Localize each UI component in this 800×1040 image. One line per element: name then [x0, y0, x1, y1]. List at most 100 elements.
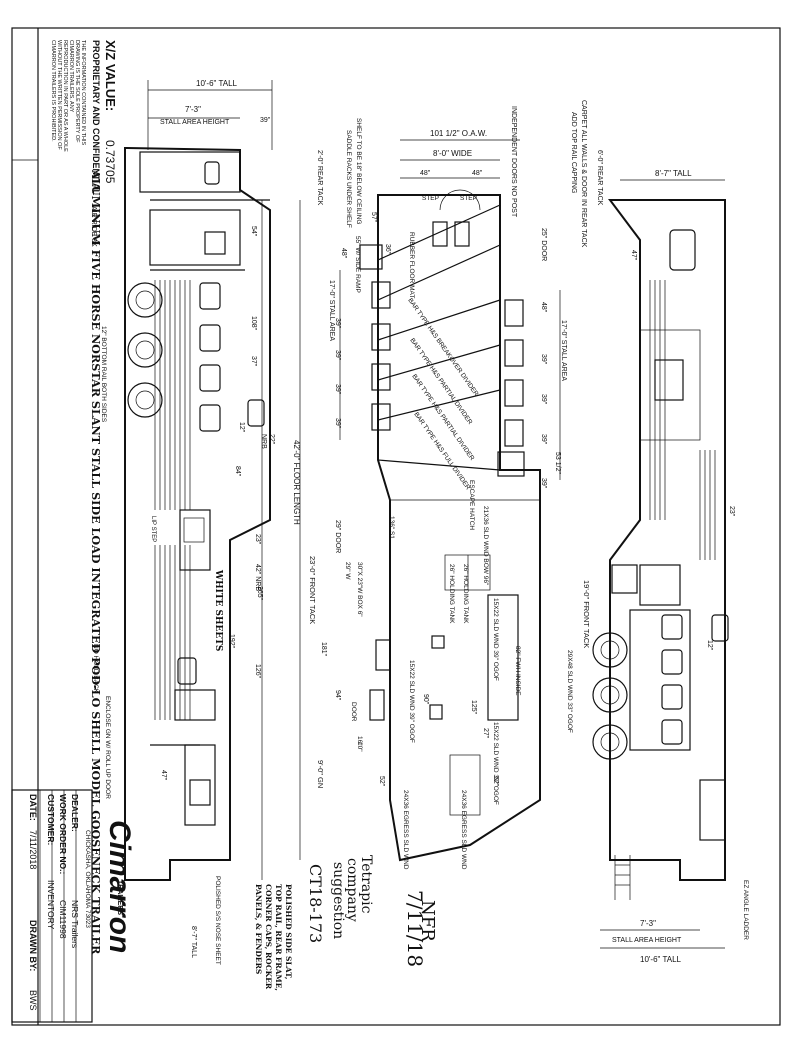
svg-text:181": 181" — [320, 642, 327, 657]
left-wheel-1 — [127, 282, 163, 318]
svg-text:84": 84" — [234, 466, 241, 477]
left-stall-window-3 — [199, 364, 221, 392]
company-address: CHICKASHA, OKLAHOMA 73023 — [84, 830, 91, 928]
bottom-rail-label: 12" BOTTOM RAIL BOTH SIDES — [100, 326, 107, 423]
svg-text:29" W: 29" W — [344, 562, 351, 580]
top-rail-note: ADD TOP RAIL CAPPING — [570, 112, 577, 193]
plan-escape-hatch — [497, 451, 525, 477]
svg-text:39": 39" — [334, 384, 341, 395]
right-wheel-1 — [592, 632, 628, 668]
right-nose-window — [669, 229, 696, 271]
shelf-note: SHELF TO BE 18" BELOW CEILING — [355, 118, 362, 224]
egress-window-2: 24X36 EGRESS SLD WND — [460, 790, 467, 870]
left-gn-height-dim: 8'-7" TALL — [190, 926, 197, 958]
customer-label: CUSTOMER: — [46, 794, 56, 845]
front-tack-dim: 23'-0" FRONT TACK — [308, 556, 317, 624]
box-label: 30"X 23"W BOX 6" — [356, 562, 363, 617]
floor-length-dim: 42'-0" FLOOR LENGTH — [292, 440, 301, 525]
disclaimer-line-6: CIMARRON TRAILERS IS PROHIBITED. — [50, 40, 56, 142]
left-drop-window — [247, 399, 265, 427]
brand-sub: TRAILERS — [116, 880, 123, 915]
handwritten-initials: NFR — [417, 900, 438, 942]
plan-bath — [375, 639, 391, 671]
svg-text:TOP RAIL, REAR FRAME,: TOP RAIL, REAR FRAME, — [274, 884, 283, 991]
left-stall-window-4 — [199, 404, 221, 432]
disclaimer-line-3: CIMARRON TRAILERS. ANY — [68, 40, 74, 113]
right-side-slats — [649, 280, 716, 560]
svg-text:94": 94" — [334, 690, 341, 701]
gooseneck-length-dim: 9'-0" GN — [316, 760, 325, 788]
dealer-value: NRS Trailers — [70, 900, 80, 948]
plan-outline — [377, 194, 541, 862]
svg-text:136" S1: 136" S1 — [388, 516, 395, 539]
left-tack-door — [174, 689, 216, 721]
svg-text:26" HOLDING TANK: 26" HOLDING TANK — [448, 564, 455, 624]
svg-text:192": 192" — [228, 634, 235, 649]
floor-plan: 101 1/2" O.A.W. 8'-0" WIDE 48" 48" STEP … — [292, 100, 603, 870]
svg-text:10": 10" — [356, 742, 363, 752]
right-drop-window — [711, 614, 729, 642]
right-body-outline — [608, 199, 726, 881]
drawn-by-value: BWS — [28, 990, 38, 1011]
plan-saddle-rack-2 — [432, 221, 448, 247]
handwritten-line-3: suggestion — [330, 862, 346, 939]
svg-text:23": 23" — [254, 534, 261, 545]
rear-tack-dim: 2'-0" REAR TACK — [316, 150, 323, 206]
xz-value-label: X/Z VALUE: — [103, 40, 118, 111]
plan-step-2: STEP — [460, 195, 477, 202]
left-wheel-2 — [127, 332, 163, 368]
svg-text:36": 36" — [384, 244, 391, 255]
work-order-label: WORK ORDER NO.: — [58, 794, 68, 874]
front-tack-dim-2: 19'-0" FRONT TACK — [582, 580, 591, 648]
plan-side-ramp-door — [359, 244, 383, 270]
svg-text:125": 125" — [470, 700, 477, 715]
plan-step-1: STEP — [422, 195, 439, 202]
ladder-label: EZ ANGLE LADDER — [742, 880, 749, 940]
svg-text:48": 48" — [340, 248, 347, 259]
svg-text:48": 48" — [420, 170, 431, 177]
svg-text:CORNER CAPS, ROCKER: CORNER CAPS, ROCKER — [264, 884, 273, 990]
left-tack-window — [177, 657, 197, 685]
left-front-wall — [149, 209, 241, 266]
proprietary-label: PROPRIETARY AND CONFIDENTIAL — [91, 40, 101, 196]
svg-text:265": 265" — [256, 586, 263, 601]
svg-text:57": 57" — [370, 212, 377, 223]
svg-text:DOOR: DOOR — [350, 702, 357, 722]
sheet-border — [11, 27, 781, 1026]
handwritten-notes: CT18-173 Tetrapic company suggestion NFR… — [306, 855, 438, 967]
carpet-note: CARPET ALL WALLS & DOOR IN REAR TACK — [580, 100, 587, 248]
left-side-elevation: 10'-6" TALL 7'-3" STALL AREA HEIGHT 39" … — [90, 79, 275, 965]
left-body-outline — [124, 146, 271, 881]
right-wheel-2 — [592, 677, 628, 713]
plan-fwh-wall — [487, 594, 519, 721]
white-sheets-note: WHITE SHEETS — [213, 569, 223, 651]
egress-window-1: 24X36 EGRESS SLD WND — [402, 790, 409, 870]
work-order-value: CIM11998 — [58, 900, 68, 939]
left-escape-hatch — [204, 231, 226, 255]
svg-text:52": 52" — [492, 776, 499, 787]
right-stall-window-4 — [661, 719, 683, 745]
independent-doors-note: INDEPENDENT DOORS NO POST — [510, 106, 517, 218]
handwritten-line-1: Tetrapic — [358, 855, 374, 914]
plan-stall-area-left: 17'-0" STALL AREA — [328, 280, 335, 341]
right-wheel-3 — [592, 724, 628, 760]
svg-text:PANELS, & FENDERS: PANELS, & FENDERS — [254, 884, 263, 974]
plan-stall-area-right: 17'-0" STALL AREA — [560, 320, 567, 381]
drawing-title: ALUMINUM FIVE HORSE NORSTAR SLANT STALL … — [89, 169, 103, 955]
right-stall-window-bank — [629, 609, 691, 751]
svg-text:47": 47" — [160, 770, 167, 781]
svg-text:47": 47" — [630, 250, 637, 261]
svg-text:126": 126" — [254, 664, 261, 679]
right-side-elevation: 8'-7" TALL 47" 23" 12" EZ ANGLE LADDER 7… — [592, 169, 749, 964]
right-stall-window-2 — [661, 649, 683, 675]
svg-text:27": 27" — [482, 728, 489, 739]
left-dim-39: 39" — [260, 117, 271, 124]
svg-text:37": 37" — [250, 356, 257, 367]
right-stall-height-label: STALL AREA HEIGHT — [612, 937, 682, 944]
svg-text:29" DOOR: 29" DOOR — [334, 520, 341, 553]
left-nose-window — [204, 161, 220, 185]
svg-text:39": 39" — [334, 350, 341, 361]
left-stall-window-1 — [199, 282, 221, 310]
date-value: 7/11/2018 — [28, 830, 38, 869]
